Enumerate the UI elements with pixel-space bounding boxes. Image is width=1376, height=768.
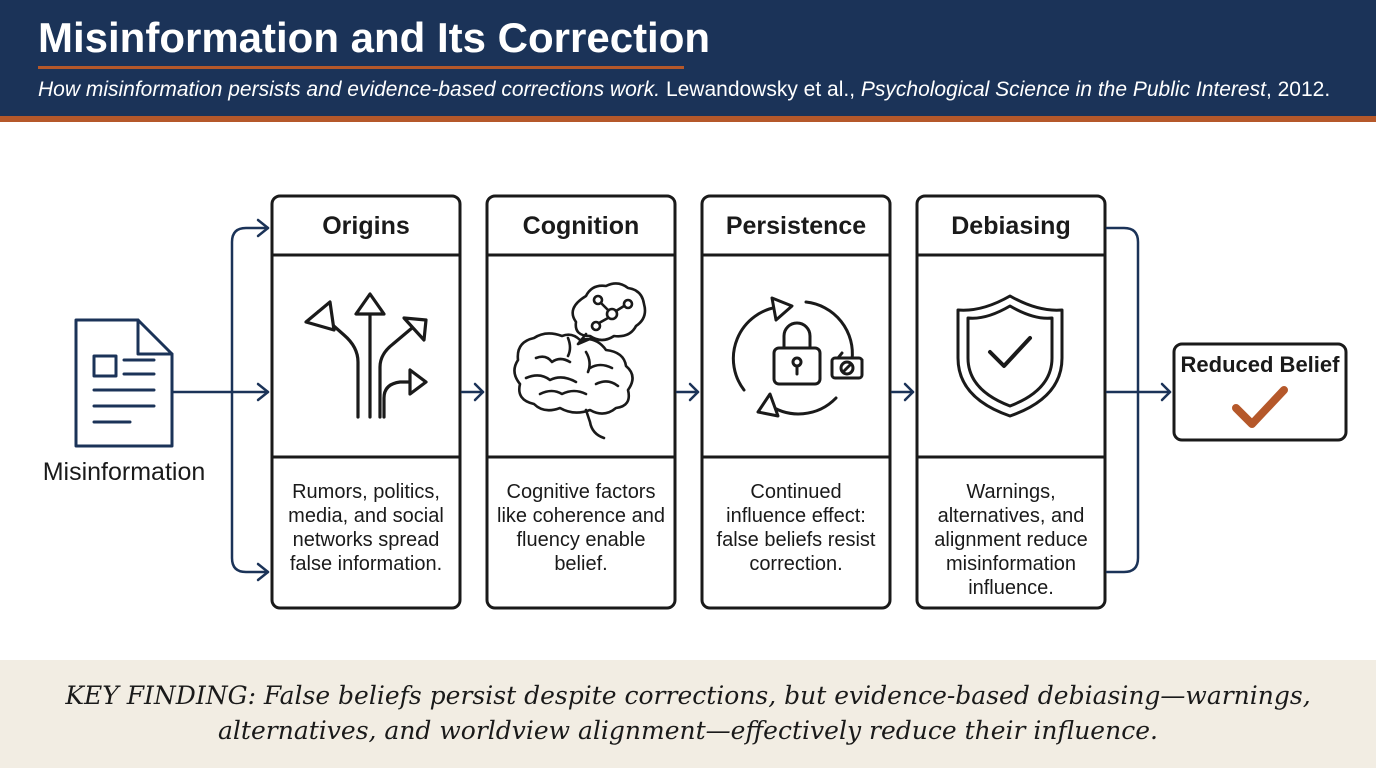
stage-description-origins: Rumors, politics, media, and social netw… — [288, 481, 444, 575]
subtitle-authors: Lewandowsky et al., — [660, 78, 861, 101]
page-title: Misinformation and Its Correction — [38, 14, 711, 61]
subtitle-description: How misinformation persists and evidence… — [38, 78, 661, 101]
input-label: Misinformation — [42, 458, 206, 486]
stage-description-cognition: Cognitive factors like coherence and flu… — [497, 481, 665, 575]
stage-box-origins — [270, 194, 462, 610]
subtitle-journal: Psychological Science in the Public Inte… — [860, 78, 1266, 101]
key-finding-text: KEY FINDING: False beliefs persist despi… — [65, 681, 1311, 745]
stage-title-persistence: Persistence — [725, 212, 867, 240]
title-underline — [38, 66, 684, 69]
document-icon — [74, 318, 174, 448]
key-finding-panel — [0, 660, 1376, 768]
output-box — [1172, 342, 1348, 442]
input-fanout-connector — [170, 218, 270, 582]
page-subtitle: How misinformation persists and evidence… — [38, 76, 1330, 104]
header-bar — [0, 0, 1376, 116]
locked-cycle-icon — [731, 296, 864, 418]
stage-description-debiasing: Warnings, alternatives, and alignment re… — [934, 481, 1088, 599]
stage-title-debiasing: Debiasing — [951, 212, 1071, 240]
stage-box-cognition — [485, 194, 677, 610]
stage-box-debiasing — [915, 194, 1107, 610]
diverging-arrows-icon — [304, 292, 428, 419]
output-fanin-connector — [1105, 226, 1172, 574]
stage-description-persistence: Continued influence effect: false belief… — [716, 481, 876, 575]
subtitle-year: , 2012. — [1265, 78, 1331, 101]
output-label: Reduced Belief — [1180, 352, 1340, 377]
stage-title-origins: Origins — [322, 212, 410, 240]
diagram-canvas — [74, 194, 1348, 610]
header-accent-rule — [0, 116, 1376, 122]
brain-thought-icon — [513, 282, 647, 440]
stage-title-cognition: Cognition — [522, 212, 640, 240]
stage-connector-arrows — [460, 382, 915, 402]
shield-check-icon — [956, 294, 1064, 418]
process-diagram: Origins Cognition Persistence Debiasing … — [0, 122, 1376, 660]
stage-box-persistence — [700, 194, 892, 610]
checkmark-icon — [1232, 386, 1288, 428]
